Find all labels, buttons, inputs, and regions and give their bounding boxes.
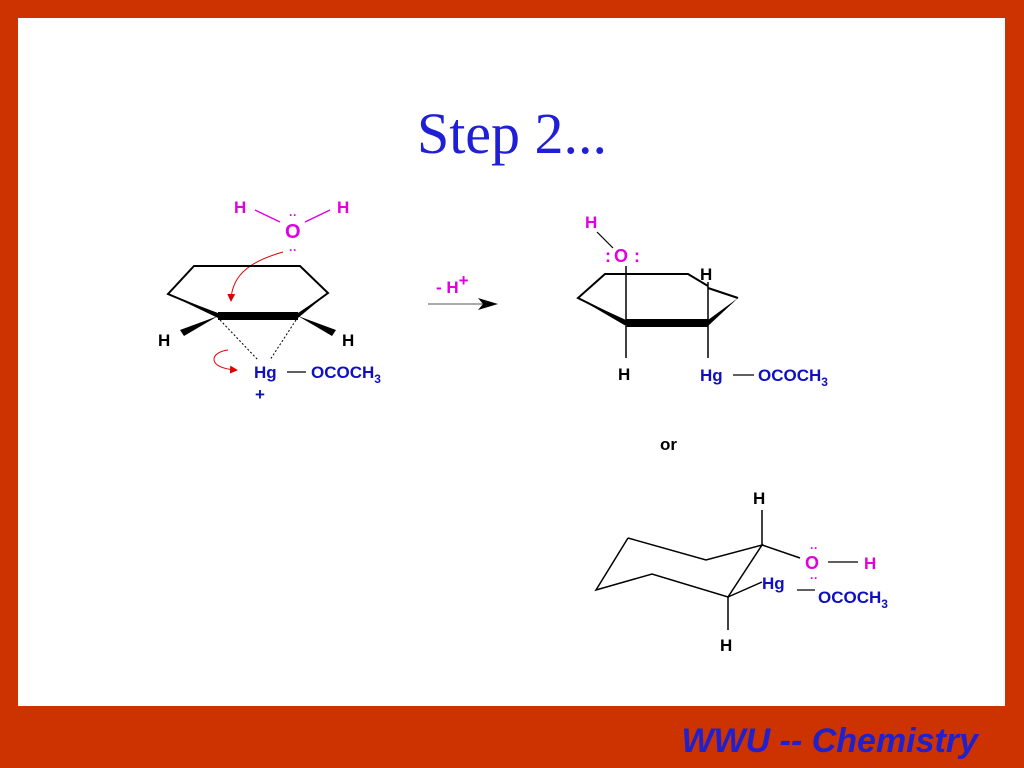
ring-back-edges [166,265,330,316]
p2-oxygen-pair: ·· [810,541,818,555]
p1-ring-wedge-right [708,298,738,326]
curved-arrow-hg [213,349,238,374]
water-bond-left [254,209,281,223]
p2-oxygen: O [805,553,819,573]
water-h-right: H [337,198,349,217]
p1-h-top-right: H [700,265,712,284]
mercurinium-dotted-left [219,319,259,361]
mercurinium-dotted-right [269,319,297,361]
p2-chair-ring [594,537,764,598]
p1-mercury: Hg [700,366,723,385]
ring-front-bond [218,312,298,320]
p1-h-bottom: H [618,365,630,384]
ring-h-left: H [158,331,170,350]
p1-oxygen-left-pair: : [605,246,611,266]
p1-oh-hydrogen: H [585,213,597,232]
reactant-mercury: Hg [254,363,277,382]
p1-oxygen-right-pair: : [634,246,640,266]
product-1-structure: H : O : H H Hg OCOCH3 [576,213,828,389]
ring-h-right: H [342,331,354,350]
p2-h-bottom: H [720,636,732,655]
ring-wedge-right [298,293,328,318]
p1-ring-right-back [707,287,739,299]
water-h-left: H [234,198,246,217]
p1-ring-back-edges [576,273,709,323]
reactant-acetate: OCOCH3 [311,363,381,386]
wedge-h-right [298,316,336,336]
product-2-structure: H ·· O ·· H Hg OCOCH3 H [594,489,888,655]
reaction-arrow-group: - H+ [428,271,498,310]
p1-oh-bond [596,231,614,249]
p2-acetate: OCOCH3 [818,588,888,611]
reaction-arrow-head [478,298,498,310]
water-oxygen: O [285,221,301,243]
wedge-h-left [180,316,218,336]
p1-acetate: OCOCH3 [758,366,828,389]
p2-c-hg-bond [727,581,763,598]
slide-title: Step 2... [416,101,608,166]
mercury-charge: + [255,385,265,404]
water-lone-pair-top: ·· [289,208,297,222]
p2-mercury: Hg [762,574,785,593]
water-bond-right [304,209,331,223]
p1-ring-front-bond [626,319,708,327]
loss-label: - H+ [436,271,469,297]
curved-arrow-attack [227,251,284,302]
reactant-structure: H ·· O ·· H H H Hg OCOCH3 + [158,198,381,404]
ring-wedge-left [168,294,218,318]
p2-c-o-bond [761,544,801,559]
or-label: or [660,435,677,454]
p2-oxygen-pair-below: ·· [810,571,818,585]
footer-credit: WWU -- Chemistry [681,722,978,760]
p2-h-top: H [753,489,765,508]
slide-background [18,18,1005,706]
water-lone-pair-bottom: ·· [289,243,297,257]
p1-oxygen: O [614,246,628,266]
p1-ring-wedge-left [578,298,626,326]
p2-oh-hydrogen: H [864,554,876,573]
